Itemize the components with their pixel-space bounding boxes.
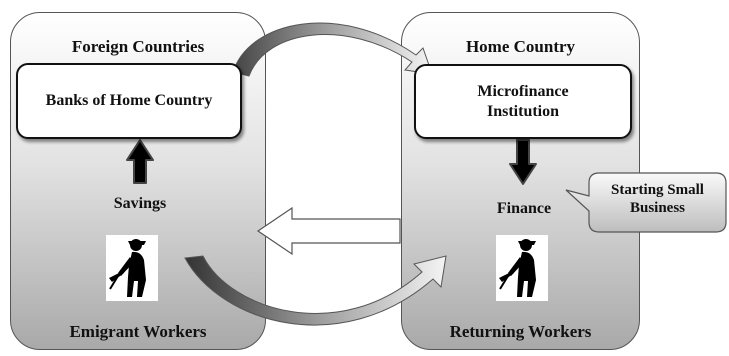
return-block-arrow [256, 206, 401, 256]
home-country-title: Home Country [465, 37, 576, 56]
finance-down-arrow [509, 139, 537, 185]
returning-workers-label: Returning Workers [449, 322, 592, 341]
bottom-curved-arrow [184, 255, 447, 326]
microfinance-institution-label: Microfinance Institution [477, 82, 569, 120]
microfinance-institution-box: Microfinance Institution [414, 64, 632, 139]
savings-up-arrow [126, 139, 154, 184]
emigrant-worker-icon [106, 235, 158, 301]
banks-of-home-country-label: Banks of Home Country [45, 92, 213, 109]
starting-small-business-text: Starting Small Business [611, 182, 704, 216]
foreign-countries-title: Foreign Countries [71, 37, 205, 56]
finance-label: Finance [496, 200, 552, 217]
banks-of-home-country-box: Banks of Home Country [16, 63, 242, 139]
savings-label: Savings [113, 195, 167, 212]
emigrant-workers-label: Emigrant Workers [69, 322, 207, 341]
starting-small-business-callout [565, 172, 727, 233]
returning-worker-icon [496, 235, 548, 301]
